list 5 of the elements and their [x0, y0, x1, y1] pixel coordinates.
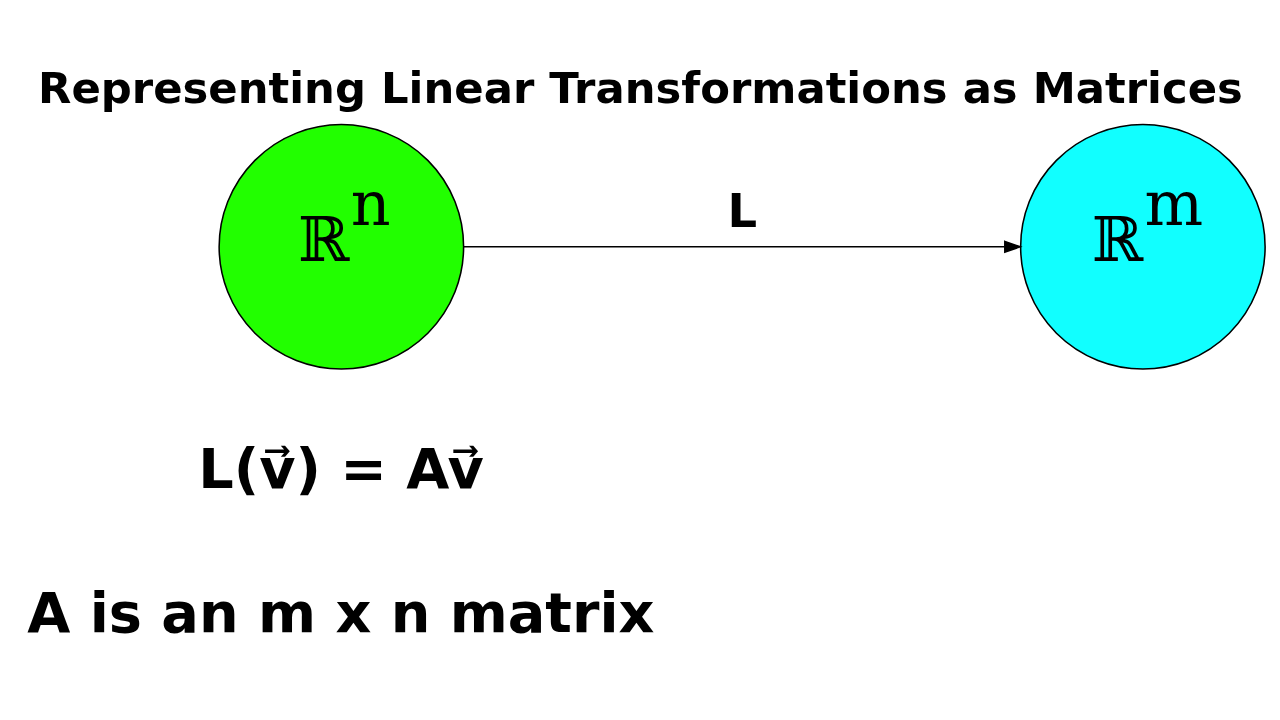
- label: L(v⃗) = Av⃗: [198, 435, 484, 501]
- diagram-title: Representing Linear Transformations as Matrices: [38, 62, 1243, 113]
- arrow: [463, 239, 1023, 253]
- label: A is an m x n matrix: [27, 579, 655, 645]
- edge-label: L: [727, 183, 757, 238]
